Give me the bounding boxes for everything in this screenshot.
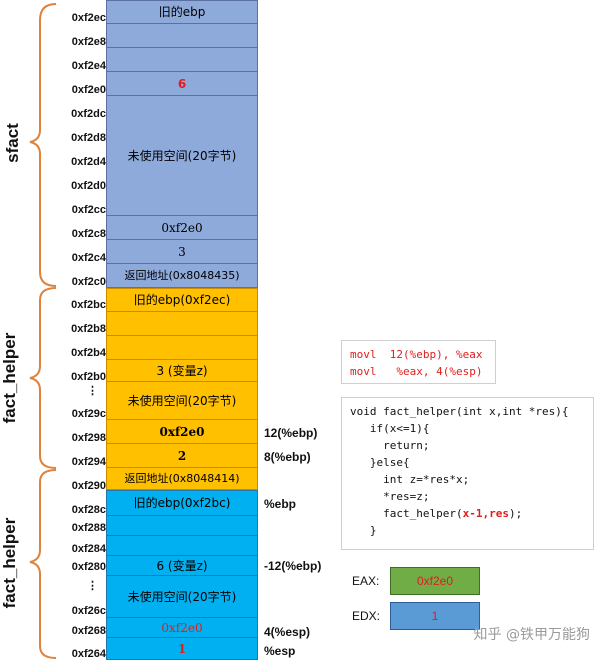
address-label: 0xf26c [71, 605, 106, 617]
code-highlight: res [489, 507, 509, 520]
stack-cell-unused-space: 未使用空间(20字节) [106, 382, 258, 420]
code-fragment: fact_helper( [350, 507, 463, 520]
stack-cell-old-ebp: 旧的ebp [106, 0, 258, 24]
code-line: }else{ [350, 456, 410, 469]
address-label: 0xf29c [71, 408, 106, 420]
address-label: 0xf268 [71, 625, 106, 637]
stack-cell-empty [106, 24, 258, 48]
stack-cell-old-ebp: 旧的ebp(0xf2ec) [106, 288, 258, 312]
asm-line: movl %eax, 4(%esp) [350, 365, 483, 378]
address-ellipsis: ⋮ [87, 385, 98, 397]
stack-cell-empty [106, 312, 258, 336]
stack-cell-var-z: 3 (变量z) [106, 360, 258, 382]
code-line: int z=*res*x; [350, 473, 470, 486]
edx-value-box: 1 [390, 602, 480, 630]
assembly-snippet: movl 12(%ebp), %eax movl %eax, 4(%esp) [341, 340, 496, 384]
address-label: 0xf2e0 [71, 84, 106, 96]
eax-label: EAX: [352, 574, 380, 588]
address-label: 0xf2b4 [71, 347, 106, 359]
address-label: 0xf284 [71, 543, 106, 555]
code-highlight: , [482, 507, 490, 520]
address-label: 0xf2d4 [71, 156, 106, 168]
address-label: 0xf288 [71, 522, 106, 534]
offset-label-4-esp: 4(%esp) [264, 625, 311, 639]
address-label: 0xf2d8 [71, 132, 106, 144]
stack-cell-pointer: 0xf2e0 [106, 618, 258, 638]
stack-cell-return-address: 返回地址(0x8048414) [106, 468, 258, 490]
register-label-esp: %esp [264, 644, 296, 658]
stack-cell-empty [106, 516, 258, 536]
address-label: 0xf2c0 [71, 276, 106, 288]
address-label: 0xf2e8 [71, 36, 106, 48]
stack-cell-var-z: 6 (变量z) [106, 556, 258, 576]
code-fragment: ); [508, 507, 523, 520]
address-label: 0xf280 [71, 561, 106, 573]
address-label: 0xf294 [71, 456, 106, 468]
offset-label-8-ebp: 8(%ebp) [264, 450, 311, 464]
stack-cell-old-ebp: 旧的ebp(0xf2bc) [106, 490, 258, 516]
code-highlight: x-1 [462, 507, 483, 520]
code-line: if(x<=1){ [350, 422, 430, 435]
address-label: 0xf2b8 [71, 323, 106, 335]
address-label: 0xf2c8 [71, 228, 106, 240]
code-line: void fact_helper(int x,int *res){ [350, 405, 569, 418]
register-label-ebp: %ebp [264, 497, 297, 511]
address-label: 0xf2ec [71, 12, 106, 24]
stack-cell-value-3: 3 [106, 240, 258, 264]
watermark: 知乎 @铁甲万能狗 [473, 627, 590, 643]
address-label: 0xf2c4 [71, 252, 106, 264]
offset-label-minus-12-ebp: -12(%ebp) [264, 559, 322, 573]
address-label: 0xf2d0 [71, 180, 106, 192]
stack-cell-unused-space: 未使用空间(20字节) [106, 576, 258, 618]
stack-cell-value-2: 2 [106, 444, 258, 468]
address-label: 0xf28c [71, 504, 106, 516]
offset-label-12-ebp: 12(%ebp) [264, 426, 318, 440]
code-line-recursive-call: fact_helper(x-1,res); [350, 505, 585, 522]
address-label: 0xf264 [71, 648, 106, 660]
address-label: 0xf2dc [71, 108, 106, 120]
address-label: 0xf290 [71, 480, 106, 492]
code-line: return; [350, 439, 430, 452]
address-label: 0xf2e4 [71, 60, 106, 72]
code-line: *res=z; [350, 490, 430, 503]
address-label: 0xf2cc [71, 204, 106, 216]
stack-cell-empty [106, 536, 258, 556]
code-line: } [350, 524, 377, 537]
stack-cell-value-1: 1 [106, 638, 258, 660]
eax-value-box: 0xf2e0 [390, 567, 480, 595]
brace-fact-helper-1 [29, 287, 57, 469]
stack-cell-pointer: 0xf2e0 [106, 216, 258, 240]
c-code-snippet: void fact_helper(int x,int *res){ if(x<=… [341, 397, 594, 550]
brace-fact-helper-2 [29, 469, 57, 659]
edx-value: 1 [431, 609, 439, 623]
stack-cell-value-6: 6 [106, 72, 258, 96]
edx-label: EDX: [352, 609, 381, 623]
frame-braces [29, 3, 57, 659]
brace-sfact [29, 3, 57, 287]
address-label: 0xf298 [71, 432, 106, 444]
address-label: 0xf2bc [71, 299, 106, 311]
address-ellipsis: ⋮ [87, 580, 98, 592]
eax-value: 0xf2e0 [416, 574, 454, 588]
stack-cell-empty [106, 48, 258, 72]
stack-cell-return-address: 返回地址(0x8048435) [106, 264, 258, 288]
address-label: 0xf2b0 [71, 371, 106, 383]
asm-line: movl 12(%ebp), %eax [350, 348, 483, 361]
stack-cell-unused-space: 未使用空间(20字节) [106, 96, 258, 216]
stack-cell-pointer: 0xf2e0 [106, 420, 258, 444]
stack-cell-empty [106, 336, 258, 360]
